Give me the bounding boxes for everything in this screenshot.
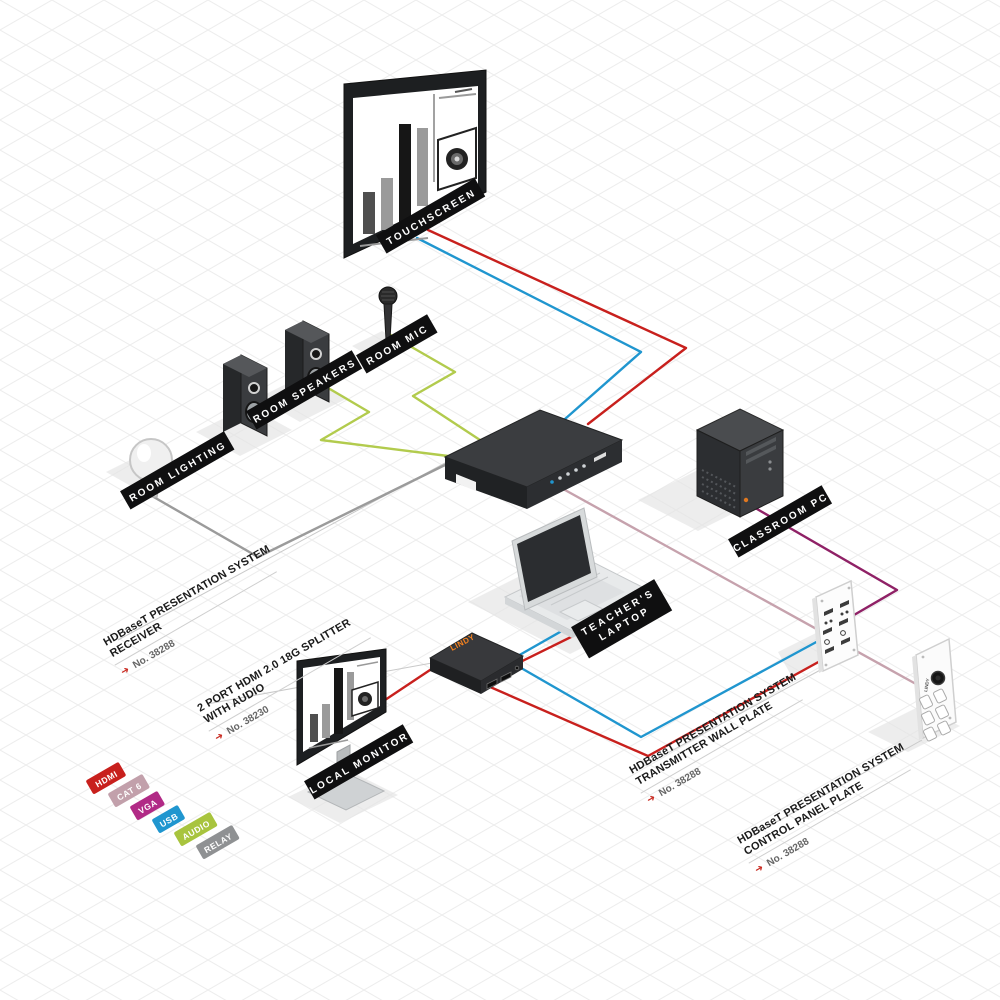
screw-icon [824, 663, 828, 667]
screw-icon [820, 599, 824, 603]
classroom-pc-device [695, 408, 785, 518]
receiver-display [456, 474, 476, 491]
receiver-buttons [550, 452, 606, 484]
audio-cable-mic [387, 332, 482, 442]
controlplate-face [915, 637, 957, 740]
legend-swatch [174, 812, 218, 846]
controlplate-brand-logo: LINDY [923, 678, 930, 692]
legend-item-vga: VGA [130, 791, 165, 820]
wallplate-edge [812, 597, 823, 673]
hdmi-cable-splitter-wallplate [479, 658, 824, 758]
pc-vents [701, 469, 737, 509]
room-mic-device [378, 286, 398, 341]
vga-cable [755, 507, 899, 617]
pc-drive-bays [746, 437, 776, 471]
vga-port-icon [823, 627, 832, 635]
controlplate-edge [912, 655, 923, 740]
legend-swatch [152, 805, 185, 833]
legend-swatch [108, 774, 150, 807]
transmitter-wallplate-device [812, 579, 859, 673]
controlplate-leader [747, 739, 923, 839]
splitter-ports [486, 665, 520, 690]
legend-swatch [130, 791, 165, 820]
screw-icon [921, 655, 925, 659]
monitor-chart [308, 661, 379, 749]
legend-swatch [196, 825, 240, 859]
mic-body [383, 303, 393, 341]
wallplate-connectors [820, 586, 856, 667]
splitter-front-left [430, 658, 481, 694]
hdmi-cable-monitor [383, 666, 435, 702]
touchscreen-chart [359, 88, 477, 247]
audio-jack-icon [824, 639, 830, 645]
control-panel-device: LINDY [912, 637, 957, 742]
screw-icon [852, 648, 856, 652]
laptop-screen [517, 515, 591, 602]
relay-cable [150, 462, 449, 559]
laptop-edge [505, 597, 572, 638]
screw-icon [847, 586, 851, 590]
legend-item-usb: USB [152, 805, 185, 833]
usb-port-icon [825, 646, 834, 654]
receiver-led [550, 480, 554, 484]
laptop-keyboard [519, 568, 625, 620]
tweeter-icon [248, 382, 260, 394]
legend-swatch [86, 762, 126, 794]
screw-icon [948, 716, 952, 720]
audio-cable-speakers [319, 383, 450, 458]
tweeter-icon [310, 348, 322, 360]
hdmi-cable-touchscreen [426, 228, 688, 426]
pc-power-led [743, 497, 749, 503]
wallplate-leader [639, 667, 825, 769]
receiver-device [443, 409, 624, 509]
control-buttons [919, 688, 951, 742]
usb-cable-laptop [507, 626, 822, 739]
local-monitor-device [296, 648, 387, 811]
usb-cable-touchscreen [415, 236, 643, 421]
receiver-front-left [445, 457, 527, 509]
hdmi-port-icon [824, 608, 833, 616]
touchscreen-device [343, 69, 487, 259]
wallplate-face [815, 579, 859, 673]
